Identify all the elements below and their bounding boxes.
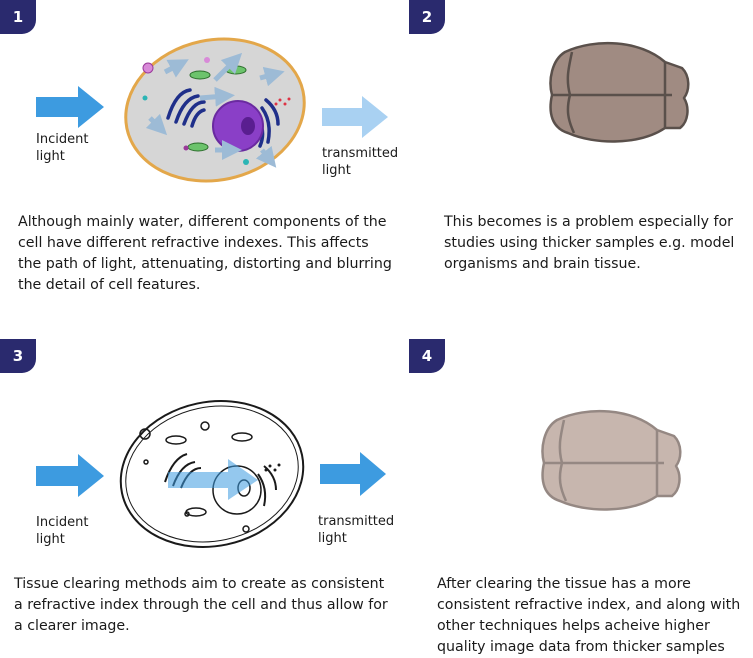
incident-light-arrow (36, 86, 104, 128)
brain-cleared-illustration (541, 409, 682, 511)
panel-3-number-badge: 3 (0, 339, 36, 373)
panel-1-number-badge: 1 (0, 0, 36, 34)
panel-4-caption: After clearing the tissue has a more con… (437, 576, 741, 655)
panel-3-caption: Tissue clearing methods aim to create as… (14, 576, 388, 634)
cell-illustration (124, 37, 306, 183)
internal-light-arrow (168, 459, 258, 500)
brain-opaque-illustration (549, 41, 690, 143)
incident-light-arrow (36, 454, 104, 497)
transmitted-light-arrow (320, 452, 386, 496)
panel-1-caption: Although mainly water, different compone… (18, 214, 392, 293)
panel-2-number-badge: 2 (409, 0, 445, 34)
panel-4-number-badge: 4 (409, 339, 445, 373)
panel-2-caption: This becomes is a problem especially for… (444, 214, 735, 272)
transmitted-light-arrow-faded (322, 96, 388, 138)
